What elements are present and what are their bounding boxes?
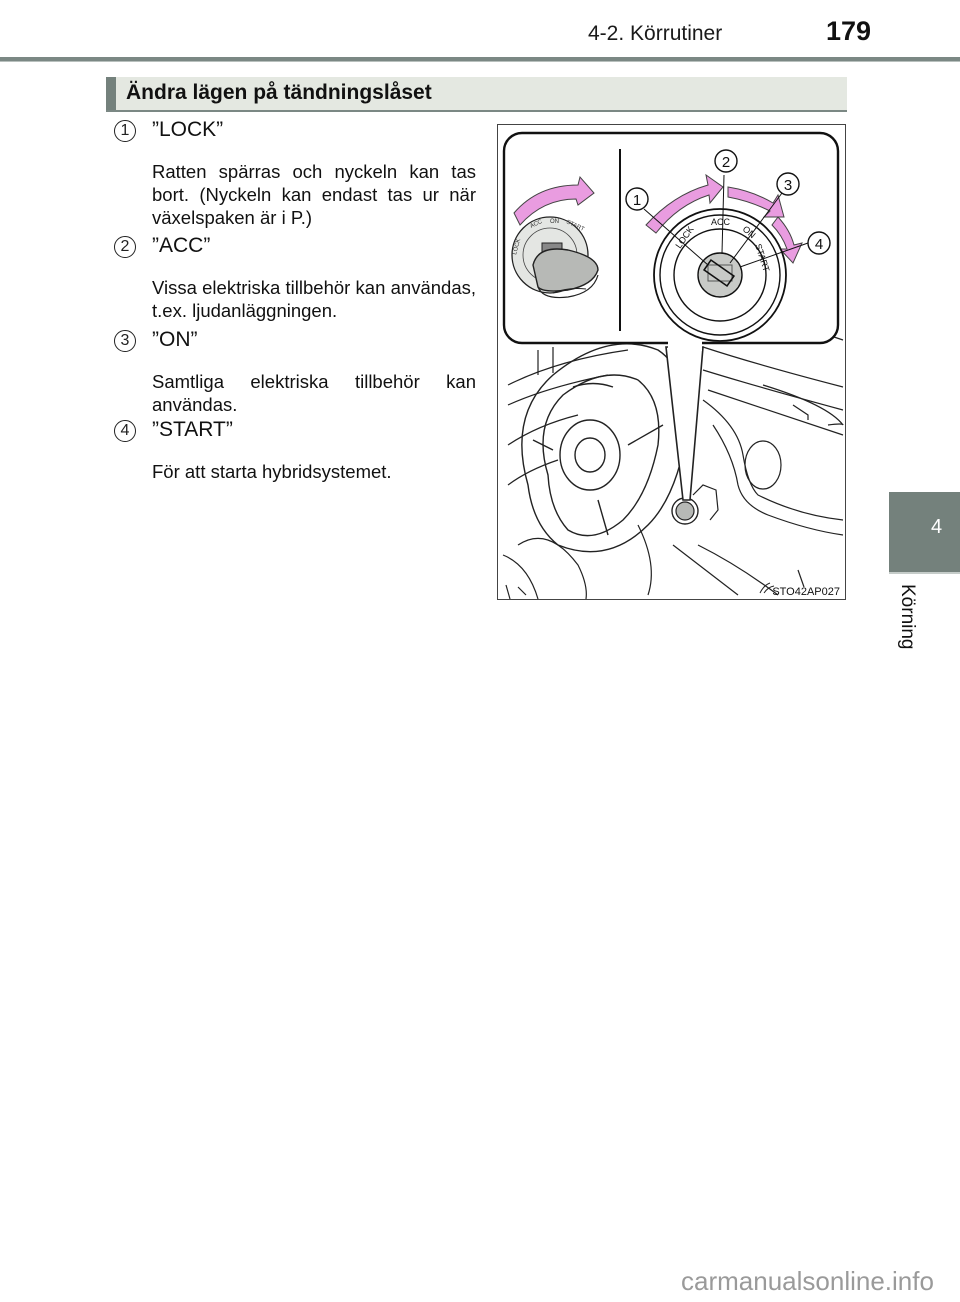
callout-1: 1 — [633, 192, 641, 209]
chapter-tab: 4 — [889, 492, 960, 574]
dashboard-drawing — [502, 334, 844, 600]
circled-number-icon: 1 — [114, 120, 136, 142]
section-title-bar: Ändra lägen på tändningslåset — [106, 77, 847, 112]
item-label: ”START” — [152, 418, 233, 441]
item-label: ”ON” — [152, 328, 198, 351]
header-rule — [0, 57, 960, 62]
figure-code: STO42AP027 — [772, 586, 840, 598]
list-item-lock: 1 ”LOCK” Ratten spärras och nyckeln kan … — [114, 118, 476, 229]
ignition-switch-location — [671, 497, 699, 525]
page-number: 179 — [826, 16, 872, 46]
watermark: carmanualsonline.info — [681, 1266, 934, 1296]
list-item-start: 4 ”START” För att starta hybridsystemet. — [114, 418, 476, 483]
circled-number-icon: 3 — [114, 330, 136, 352]
svg-text:LOCK: LOCK — [512, 238, 522, 255]
ignition-figure: ACC ON START LOCK LOCK ACC ON START — [497, 124, 846, 600]
circled-number-icon: 2 — [114, 236, 136, 258]
item-label: ”LOCK” — [152, 118, 224, 141]
callout-2: 2 — [722, 154, 730, 171]
callout-4: 4 — [815, 236, 823, 253]
item-label: ”ACC” — [152, 234, 211, 257]
item-description: Vissa elektriska tillbehör kan användas,… — [152, 277, 476, 321]
title-accent — [106, 77, 116, 110]
dial-label-acc: ACC — [711, 217, 731, 227]
callout-3: 3 — [784, 177, 792, 194]
item-description: Ratten spärras och nyckeln kan tas bort.… — [152, 161, 476, 228]
list-item-on: 3 ”ON” Samtliga elektriska tillbehör kan… — [114, 328, 476, 416]
section-title: Ändra lägen på tändningslåset — [126, 81, 432, 104]
item-description: För att starta hybridsystemet. — [152, 461, 392, 482]
ignition-dial-drawing: LOCK ACC ON START 1 2 3 4 — [625, 149, 831, 342]
chapter-number: 4 — [931, 516, 943, 538]
list-item-acc: 2 ”ACC” Vissa elektriska tillbehör kan a… — [114, 234, 476, 322]
header-section-title: 4-2. Körrutiner — [588, 22, 723, 45]
circled-number-icon: 4 — [114, 420, 136, 442]
svg-text:ON: ON — [550, 219, 559, 225]
key-in-cylinder-drawing: ACC ON START LOCK — [511, 175, 599, 299]
item-description: Samtliga elektriska tillbehör kan använd… — [152, 371, 476, 415]
chapter-title: Körning — [897, 584, 918, 650]
steering-wheel-drawing — [521, 343, 689, 553]
dial-label-acc-small: ACC — [529, 219, 544, 230]
ignition-illustration: ACC ON START LOCK LOCK ACC ON START — [502, 131, 844, 600]
